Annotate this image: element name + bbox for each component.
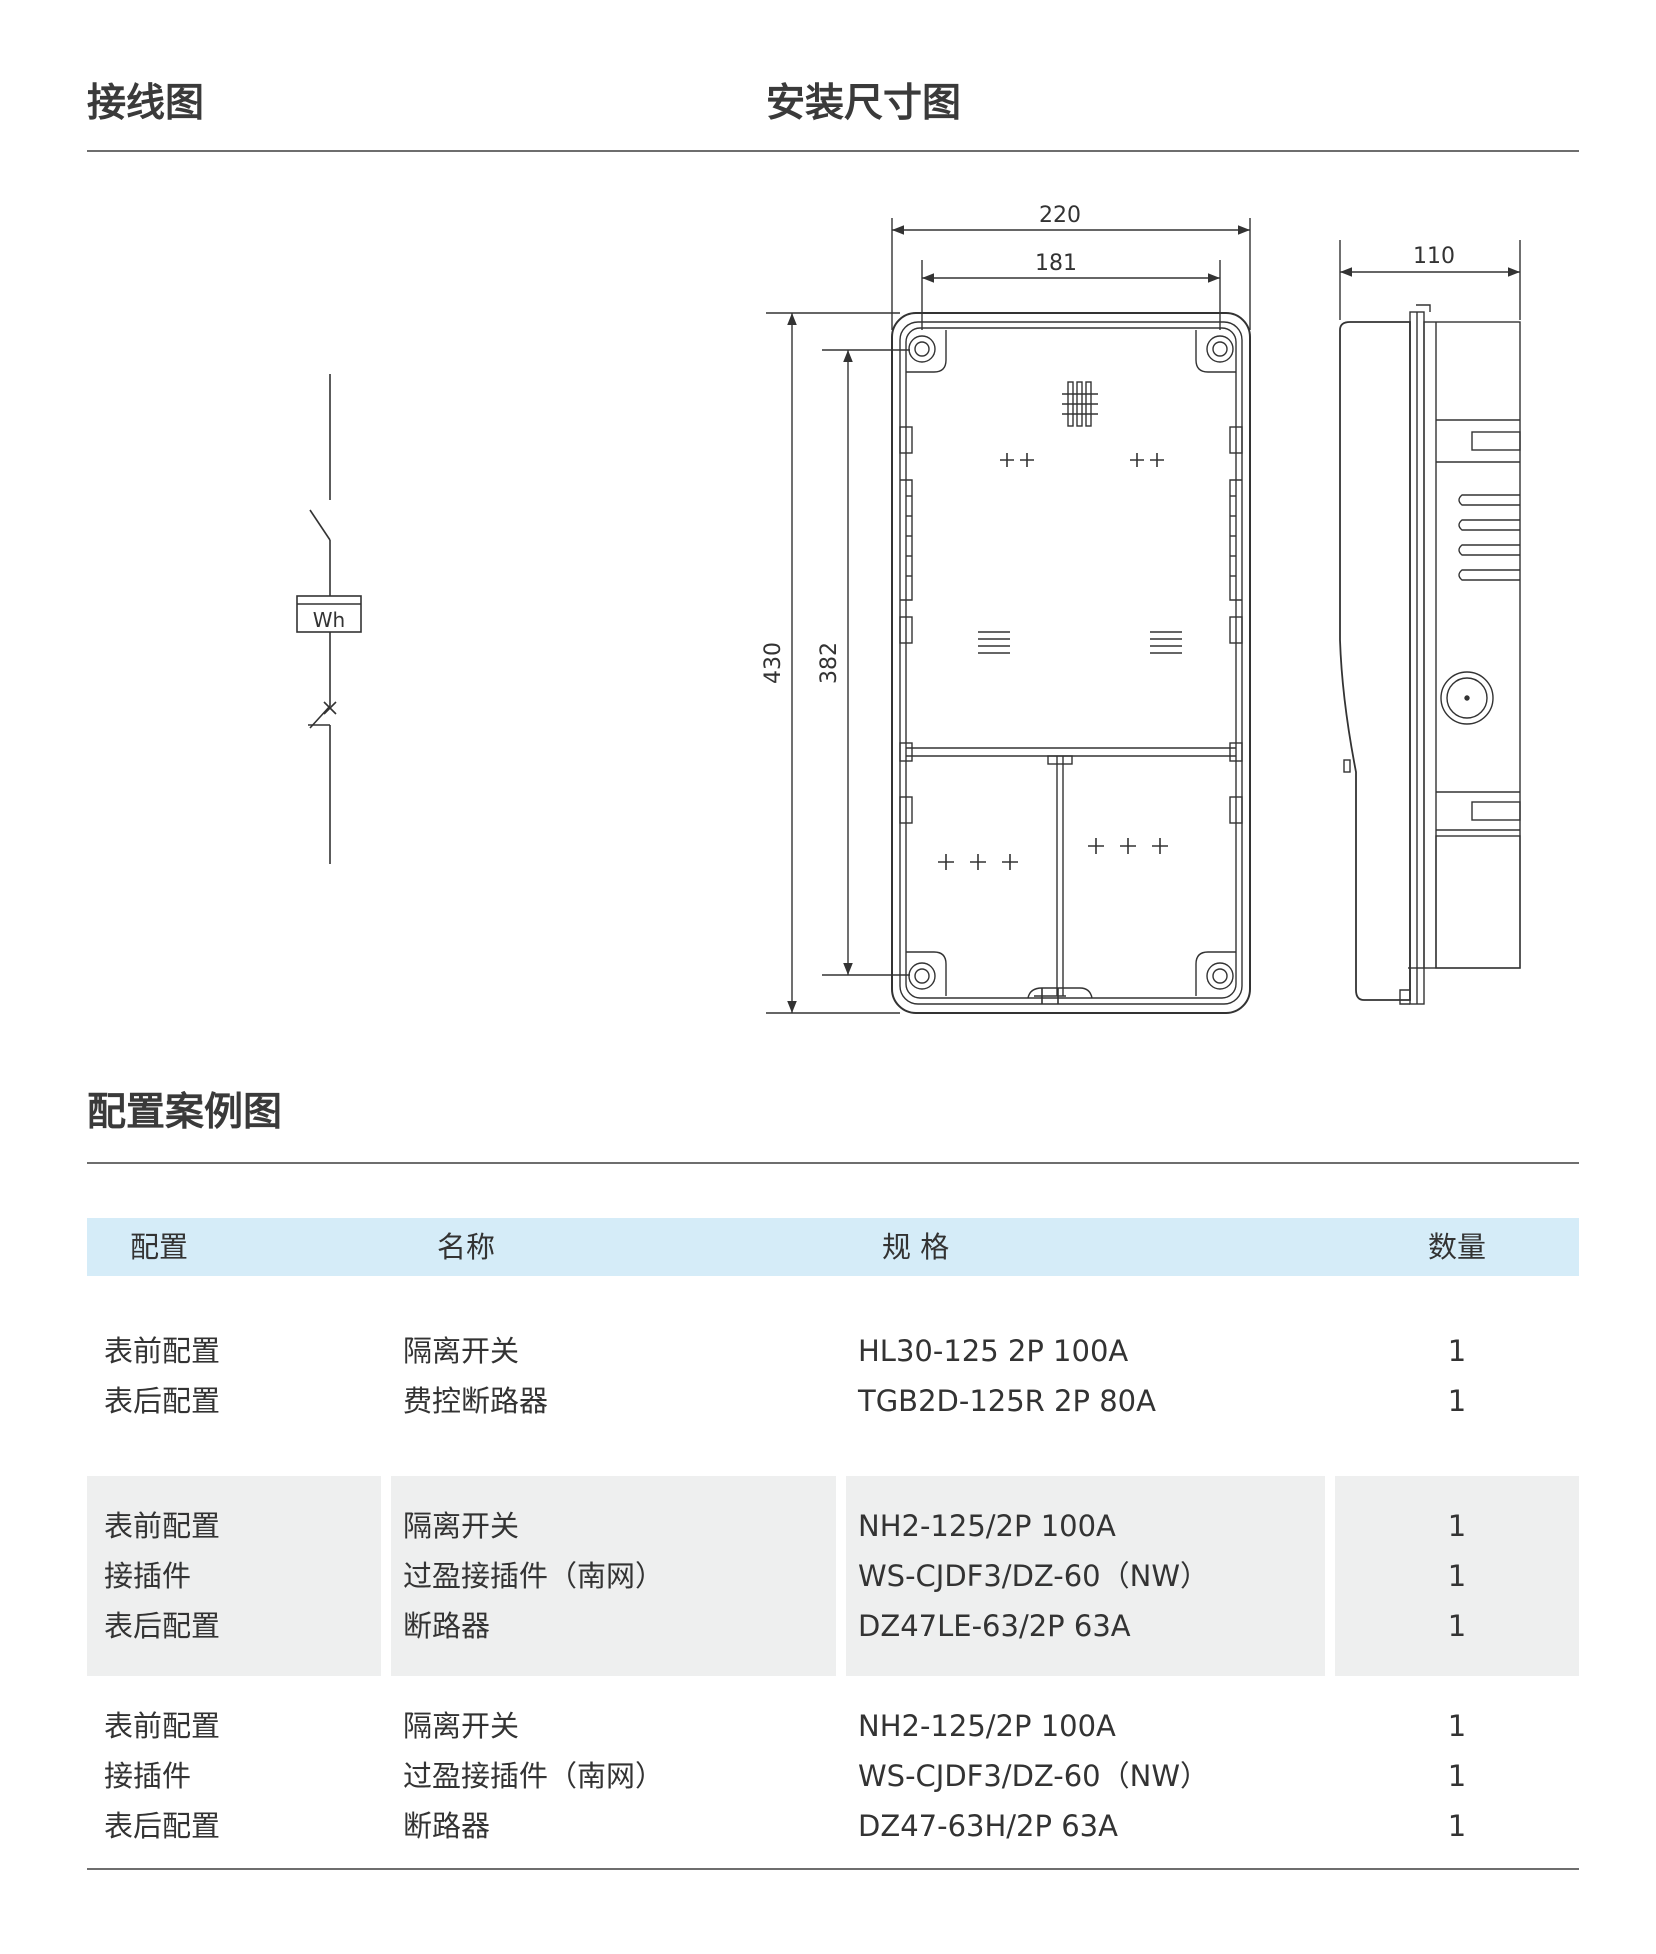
- table-cell: NH2-125/2P 100A: [858, 1709, 1116, 1743]
- config-group-1: 表前配置 表后配置 隔离开关 费控断路器 HL30-125 2P 100A TG…: [87, 1326, 1579, 1426]
- table-cell: 1: [1447, 1509, 1467, 1543]
- bottom-divider: [87, 1868, 1579, 1870]
- group-1-spec-cell: HL30-125 2P 100A TGB2D-125R 2P 80A: [846, 1326, 1325, 1426]
- dim-depth: 110: [1413, 244, 1455, 269]
- table-cell: 隔离开关: [403, 1334, 520, 1368]
- top-divider: [87, 150, 1579, 152]
- table-cell: 过盈接插件（南网）: [403, 1759, 665, 1793]
- table-cell: 表后配置: [104, 1809, 221, 1843]
- group-2-config-cell: 表前配置 接插件 表后配置: [87, 1476, 381, 1676]
- table-cell: 1: [1447, 1559, 1467, 1593]
- config-example-heading: 配置案例图: [87, 1090, 283, 1135]
- header-config: 配置: [87, 1218, 424, 1276]
- group-3-spec-cell: NH2-125/2P 100A WS-CJDF3/DZ-60（NW） DZ47-…: [846, 1701, 1325, 1851]
- dim-height-outer: 430: [761, 642, 786, 684]
- table-cell: 断路器: [403, 1609, 491, 1643]
- table-cell: 1: [1447, 1759, 1467, 1793]
- table-cell: 1: [1447, 1384, 1467, 1418]
- table-cell: TGB2D-125R 2P 80A: [858, 1384, 1156, 1418]
- dim-width-inner: 181: [1035, 251, 1077, 276]
- table-cell: 过盈接插件（南网）: [403, 1559, 665, 1593]
- header-name: 名称: [391, 1218, 882, 1276]
- table-cell: DZ47-63H/2P 63A: [858, 1809, 1118, 1843]
- group-3-name-cell: 隔离开关 过盈接插件（南网） 断路器: [391, 1701, 836, 1851]
- table-cell: WS-CJDF3/DZ-60（NW）: [858, 1759, 1210, 1793]
- config-table: 配置 名称 规 格 数量 表前配置 表后配置 隔离开关 费控断路器 HL30-1…: [87, 1218, 1579, 1843]
- table-cell: 表后配置: [104, 1609, 221, 1643]
- table-cell: 断路器: [403, 1809, 491, 1843]
- group-3-config-cell: 表前配置 接插件 表后配置: [87, 1701, 381, 1851]
- table-cell: 表前配置: [104, 1334, 221, 1368]
- table-cell: 1: [1447, 1609, 1467, 1643]
- table-cell: 1: [1447, 1334, 1467, 1368]
- table-cell: HL30-125 2P 100A: [858, 1334, 1129, 1368]
- table-cell: 接插件: [104, 1559, 192, 1593]
- config-group-3: 表前配置 接插件 表后配置 隔离开关 过盈接插件（南网） 断路器 NH2-125…: [87, 1701, 1579, 1851]
- table-cell: NH2-125/2P 100A: [858, 1509, 1116, 1543]
- dim-height-inner: 382: [817, 642, 842, 684]
- group-2-name-cell: 隔离开关 过盈接插件（南网） 断路器: [391, 1476, 836, 1676]
- table-cell: 费控断路器: [403, 1384, 549, 1418]
- group-1-qty-cell: 1 1: [1335, 1326, 1579, 1426]
- config-group-2: 表前配置 接插件 表后配置 隔离开关 过盈接插件（南网） 断路器 NH2-125…: [87, 1476, 1579, 1676]
- table-cell: DZ47LE-63/2P 63A: [858, 1609, 1131, 1643]
- meter-label: Wh: [313, 608, 345, 632]
- dim-width-outer: 220: [1039, 203, 1081, 228]
- group-1-name-cell: 隔离开关 费控断路器: [391, 1326, 836, 1426]
- header-qty: 数量: [1335, 1218, 1579, 1276]
- header-spec: 规 格: [846, 1218, 1361, 1276]
- group-1-config-cell: 表前配置 表后配置: [87, 1326, 381, 1426]
- wiring-diagram-heading: 接线图: [87, 81, 205, 126]
- group-2-qty-cell: 1 1 1: [1335, 1476, 1579, 1676]
- table-cell: 1: [1447, 1709, 1467, 1743]
- table-cell: 表前配置: [104, 1509, 221, 1543]
- table-cell: 表前配置: [104, 1709, 221, 1743]
- group-3-qty-cell: 1 1 1: [1335, 1701, 1579, 1851]
- install-dimension-heading: 安装尺寸图: [766, 81, 962, 126]
- table-header: 配置 名称 规 格 数量: [87, 1218, 1579, 1276]
- table-cell: 接插件: [104, 1759, 192, 1793]
- group-2-spec-cell: NH2-125/2P 100A WS-CJDF3/DZ-60（NW） DZ47L…: [846, 1476, 1325, 1676]
- table-cell: 1: [1447, 1809, 1467, 1843]
- table-cell: 表后配置: [104, 1384, 221, 1418]
- table-cell: 隔离开关: [403, 1709, 520, 1743]
- table-cell: 隔离开关: [403, 1509, 520, 1543]
- config-divider: [87, 1162, 1579, 1164]
- table-cell: WS-CJDF3/DZ-60（NW）: [858, 1559, 1210, 1593]
